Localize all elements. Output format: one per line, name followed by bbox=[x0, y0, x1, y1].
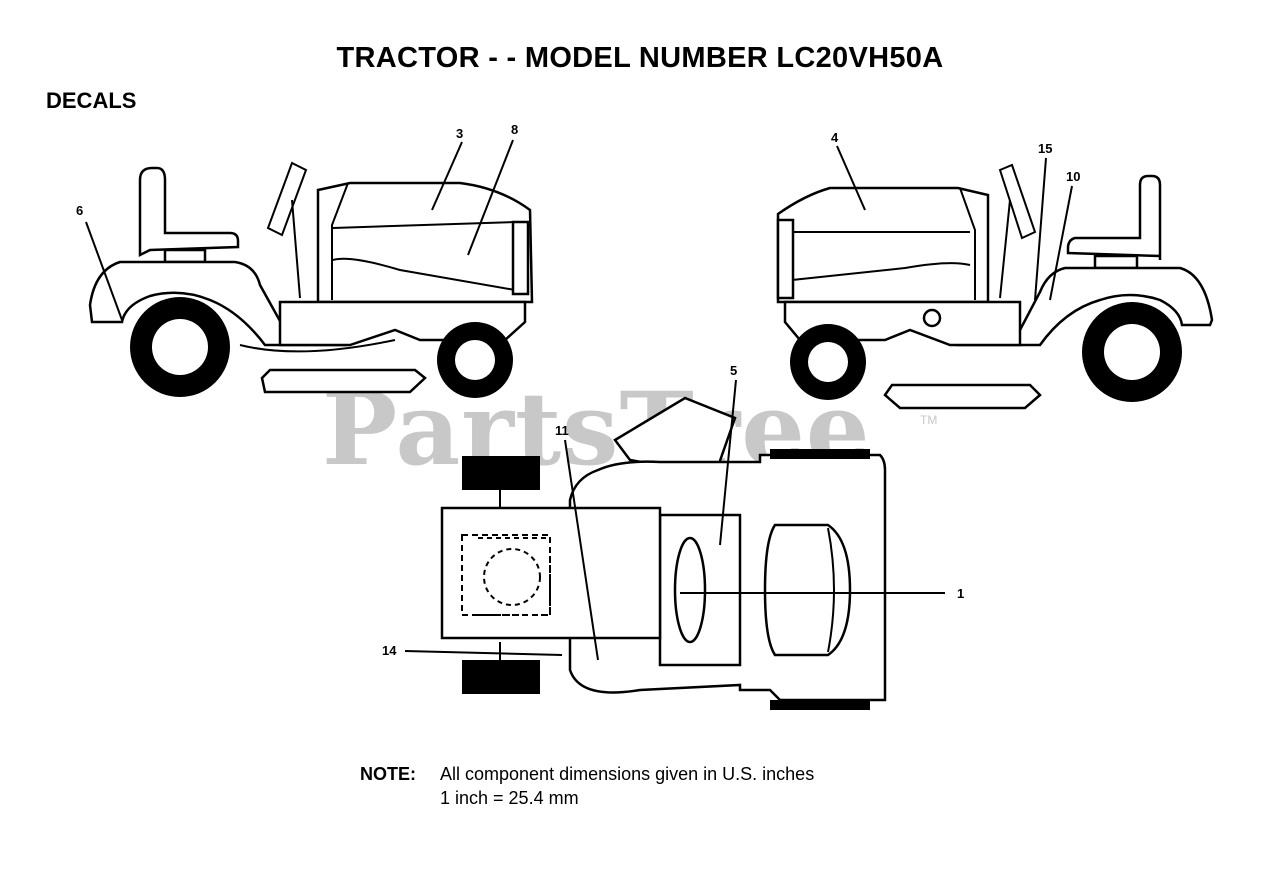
tractor-right-side-view bbox=[776, 163, 1214, 410]
tractor-left-side-view bbox=[88, 161, 534, 398]
diagram-title: TRACTOR - - MODEL NUMBER LC20VH50A bbox=[336, 42, 944, 74]
callout-8: 8 bbox=[511, 122, 519, 137]
callout-5: 5 bbox=[730, 363, 738, 378]
watermark-tm: TM bbox=[920, 413, 938, 427]
note: NOTE: All component dimensions given in U… bbox=[360, 764, 815, 808]
tractor-top-view bbox=[440, 396, 887, 710]
callout-10: 10 bbox=[1066, 169, 1081, 184]
callout-3: 3 bbox=[456, 126, 464, 141]
callout-11: 11 bbox=[555, 423, 569, 438]
callout-15: 15 bbox=[1038, 141, 1053, 156]
callout-4: 4 bbox=[831, 130, 839, 145]
note-line2: 1 inch = 25.4 mm bbox=[440, 788, 579, 808]
note-line1: All component dimensions given in U.S. i… bbox=[440, 764, 815, 784]
section-label: DECALS bbox=[46, 88, 137, 113]
leader-lines bbox=[85, 139, 1073, 661]
note-label: NOTE: bbox=[360, 764, 416, 784]
callout-6: 6 bbox=[76, 203, 84, 218]
callout-14: 14 bbox=[382, 643, 397, 658]
callout-1: 1 bbox=[957, 586, 965, 601]
